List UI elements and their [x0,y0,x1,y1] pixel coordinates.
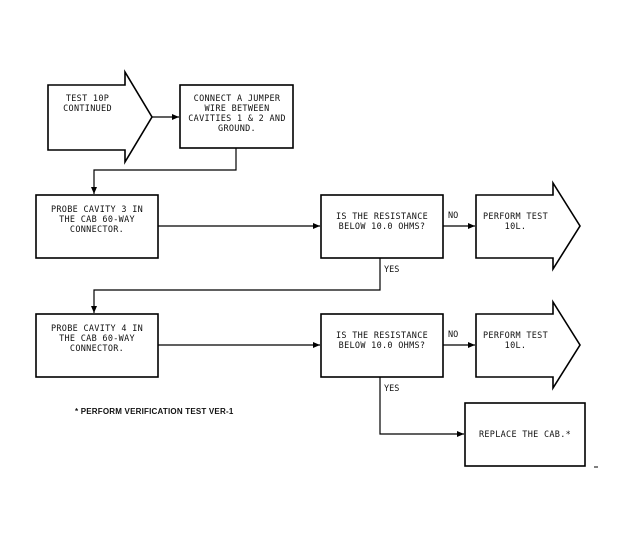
probe-cavity-4-label: PROBE CAVITY 4 IN THE CAB 60-WAY CONNECT… [50,324,144,354]
decision-1-label: IS THE RESISTANCE BELOW 10.0 OHMS? [335,212,429,232]
start-arrow-shape [47,69,153,165]
perform-test-2-arrow-shape [475,299,581,391]
branch-no-2: NO [448,330,459,340]
decision-2-label: IS THE RESISTANCE BELOW 10.0 OHMS? [335,331,429,351]
probe-cavity-3-box [35,194,159,259]
branch-yes-2: YES [384,384,400,394]
decision-1-box [320,194,444,259]
connect-jumper-label: CONNECT A JUMPER WIRE BETWEEN CAVITIES 1… [188,94,286,134]
connector-decision1-yes [91,258,381,313]
perform-test-2-label: PERFORM TEST 10L. [482,331,548,351]
perform-test-1-label: PERFORM TEST 10L. [482,212,548,232]
probe-cavity-4-box [35,313,159,378]
probe-cavity-3-label: PROBE CAVITY 3 IN THE CAB 60-WAY CONNECT… [50,205,144,235]
replace-cab-label: REPLACE THE CAB.* [478,430,572,440]
footnote: * PERFORM VERIFICATION TEST VER-1 [75,407,234,416]
replace-cab-box [464,402,586,467]
branch-yes-1: YES [384,265,400,275]
decision-2-box [320,313,444,378]
connect-jumper-box [179,84,294,149]
start-arrow-label: TEST 10P CONTINUED [63,94,112,114]
connector-jumper-to-probe3 [91,148,237,194]
branch-no-1: NO [448,211,459,221]
perform-test-1-arrow-shape [475,180,581,272]
connector-decision2-yes [379,377,464,437]
